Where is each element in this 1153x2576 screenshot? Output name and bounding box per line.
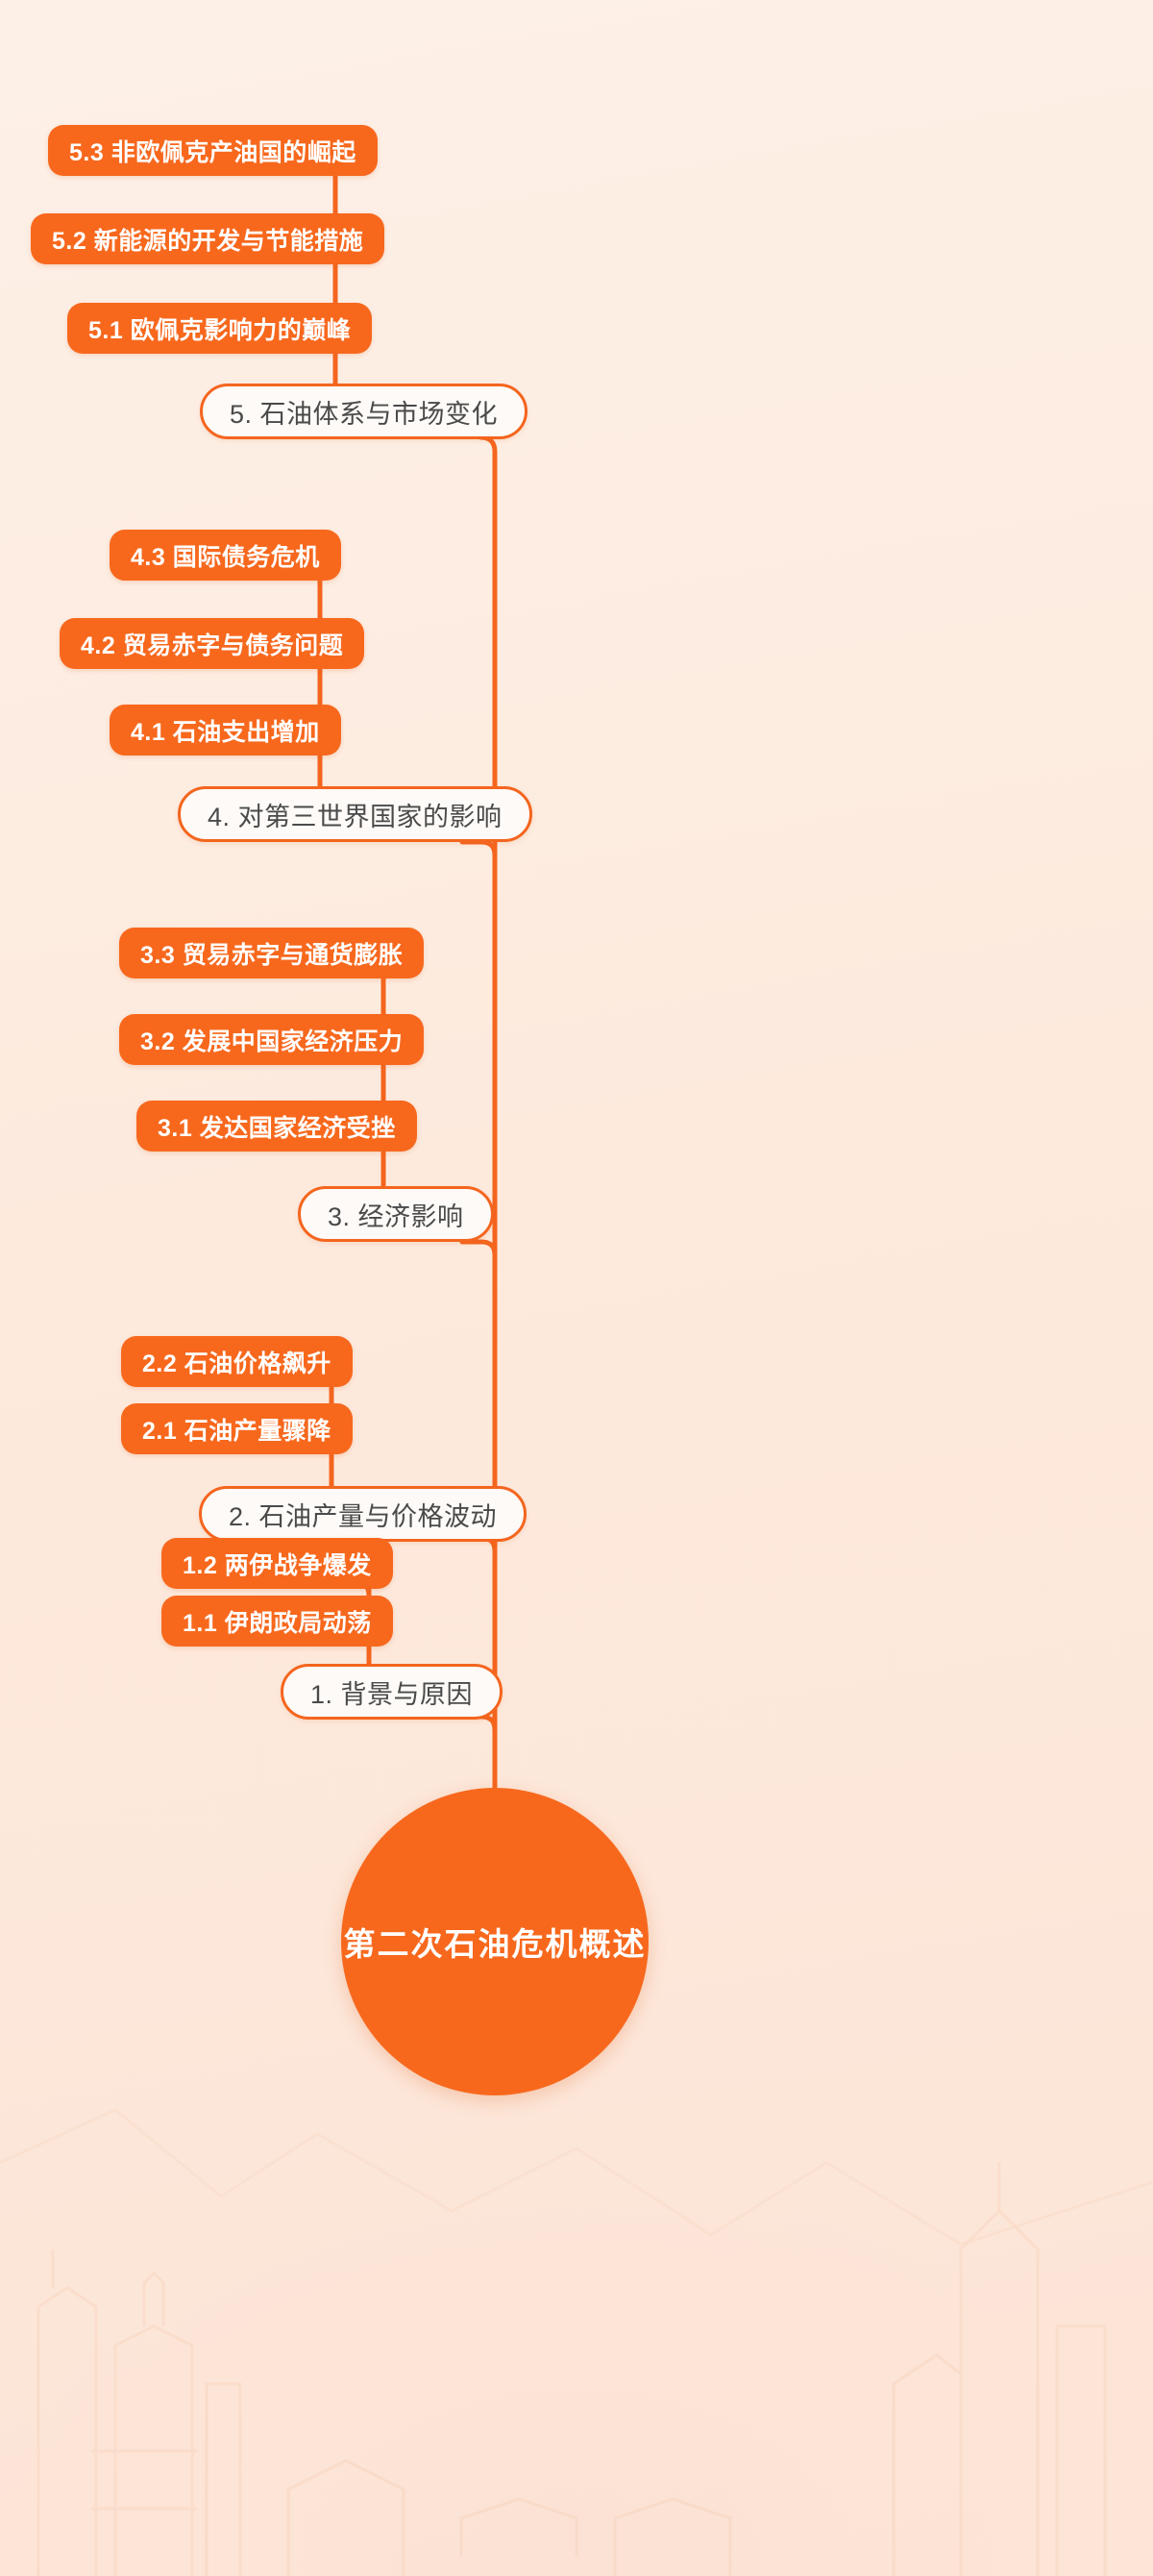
node-label: 5.3 非欧佩克产油国的崛起 (69, 138, 356, 166)
leaf-node-2-2[interactable]: 2.2 石油价格飙升 (121, 1336, 353, 1387)
node-label: 3.2 发展中国家经济压力 (140, 1028, 404, 1055)
leaf-node-1-1[interactable]: 1.1 伊朗政局动荡 (161, 1596, 393, 1647)
leaf-node-4-1[interactable]: 4.1 石油支出增加 (110, 705, 341, 755)
node-label: 5.2 新能源的开发与节能措施 (52, 227, 364, 255)
node-label: 4.3 国际债务危机 (131, 543, 320, 571)
leaf-node-5-1[interactable]: 5.1 欧佩克影响力的巅峰 (67, 303, 373, 354)
node-label: 5.1 欧佩克影响力的巅峰 (88, 316, 352, 344)
root-node[interactable]: 第二次石油危机概述 (341, 1788, 649, 2095)
leaf-node-3-1[interactable]: 3.1 发达国家经济受挫 (136, 1101, 417, 1152)
leaf-node-1-2[interactable]: 1.2 两伊战争爆发 (161, 1538, 393, 1589)
node-label: 3.3 贸易赤字与通货膨胀 (140, 941, 404, 969)
node-label: 1.1 伊朗政局动荡 (183, 1609, 372, 1637)
node-label: 1.2 两伊战争爆发 (183, 1551, 372, 1579)
leaf-node-3-2[interactable]: 3.2 发展中国家经济压力 (119, 1014, 425, 1065)
node-label: 2. 石油产量与价格波动 (229, 1501, 498, 1531)
leaf-node-2-1[interactable]: 2.1 石油产量骤降 (121, 1403, 353, 1454)
root-label: 第二次石油危机概述 (343, 1926, 647, 1962)
node-label: 3. 经济影响 (328, 1201, 464, 1231)
node-label: 5. 石油体系与市场变化 (230, 399, 499, 429)
branch-node-5[interactable]: 5. 石油体系与市场变化 (200, 384, 528, 439)
node-label: 4.2 贸易赤字与债务问题 (81, 632, 344, 659)
branch-node-1[interactable]: 1. 背景与原因 (281, 1664, 503, 1720)
leaf-node-3-3[interactable]: 3.3 贸易赤字与通货膨胀 (119, 928, 425, 978)
leaf-node-4-2[interactable]: 4.2 贸易赤字与债务问题 (60, 618, 365, 669)
node-label: 4. 对第三世界国家的影响 (208, 802, 503, 831)
node-label: 1. 背景与原因 (310, 1679, 474, 1709)
node-label: 3.1 发达国家经济受挫 (158, 1114, 396, 1142)
branch-node-3[interactable]: 3. 经济影响 (298, 1186, 494, 1242)
leaf-node-4-3[interactable]: 4.3 国际债务危机 (110, 530, 341, 581)
leaf-node-5-2[interactable]: 5.2 新能源的开发与节能措施 (31, 213, 385, 264)
branch-node-4[interactable]: 4. 对第三世界国家的影响 (178, 786, 532, 842)
node-label: 2.1 石油产量骤降 (142, 1417, 331, 1445)
branch-node-2[interactable]: 2. 石油产量与价格波动 (199, 1486, 527, 1542)
leaf-node-5-3[interactable]: 5.3 非欧佩克产油国的崛起 (48, 125, 378, 176)
node-label: 4.1 石油支出增加 (131, 718, 320, 746)
node-label: 2.2 石油价格飙升 (142, 1350, 331, 1377)
